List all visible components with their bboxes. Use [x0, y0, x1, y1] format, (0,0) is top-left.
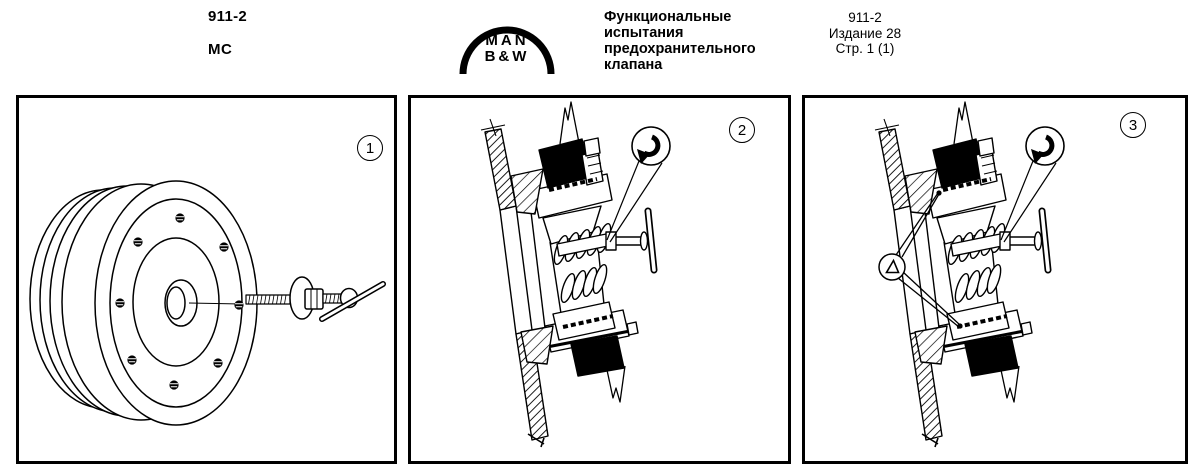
ref-doc-code: 911-2	[848, 10, 882, 25]
man-bw-arch-icon	[459, 26, 555, 75]
reference-block: 911-2 Издание 28 Стр. 1 (1)	[790, 10, 940, 57]
doc-code: 911-2	[208, 8, 248, 25]
figure-number: 2	[737, 121, 747, 139]
figure-number-badge: 1	[357, 135, 383, 161]
page-title: Функциональные испытания предохранительн…	[604, 9, 814, 73]
figure-panel-2: 2	[408, 95, 791, 464]
valve-section-clearance-drawing	[805, 98, 1185, 461]
ref-edition: Издание 28	[828, 25, 902, 41]
logo-text-top: MAN	[485, 32, 529, 49]
figure-number: 3	[1128, 116, 1138, 134]
valve-section-drawing	[411, 98, 788, 461]
man-bw-logo: MAN B&W	[452, 8, 562, 82]
logo-text-bottom: B&W	[484, 48, 530, 65]
title-line: клапана	[604, 57, 663, 73]
ref-page: Стр. 1 (1)	[835, 41, 895, 56]
figure-panel-1: 1	[16, 95, 397, 464]
title-line: испытания	[604, 25, 684, 41]
figure-panel-3: 3	[802, 95, 1188, 464]
valve-cover-drawing	[19, 98, 394, 461]
title-line: Функциональные	[604, 9, 732, 25]
title-line: предохранительного	[604, 41, 756, 57]
figure-number: 1	[365, 139, 375, 157]
engine-series: MC	[208, 41, 233, 58]
figure-number-badge: 3	[1120, 112, 1146, 138]
figure-number-badge: 2	[729, 117, 755, 143]
